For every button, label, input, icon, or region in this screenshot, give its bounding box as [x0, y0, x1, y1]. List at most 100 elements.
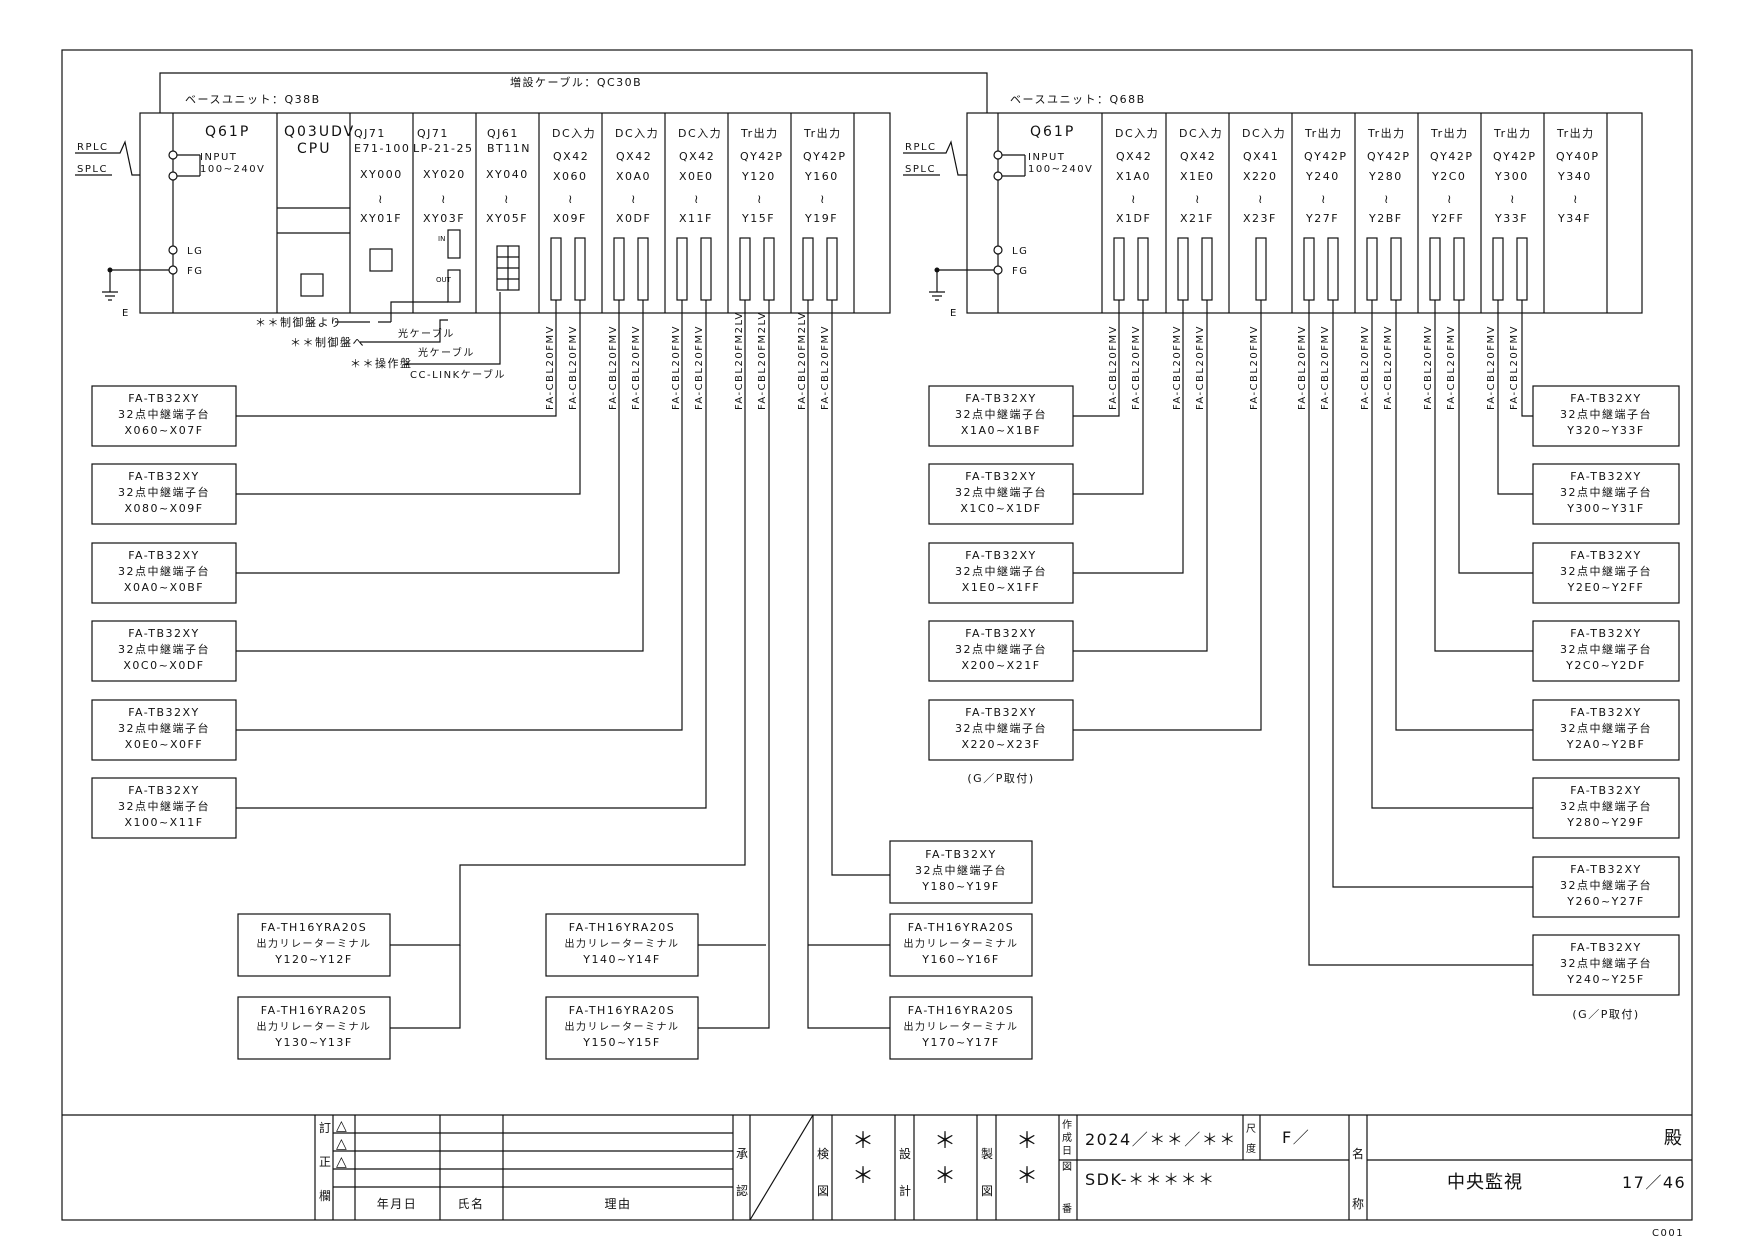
svg-text:＊: ＊ — [852, 1129, 874, 1154]
svg-text:32点中継端子台: 32点中継端子台 — [1560, 642, 1652, 656]
svg-text:32点中継端子台: 32点中継端子台 — [118, 485, 210, 499]
right-right-terminal-boxes: FA-TB32XY 32点中継端子台 Y320~Y33F FA-TB32XY 3… — [1532, 385, 1680, 1021]
svg-text:≀: ≀ — [631, 192, 637, 206]
svg-text:FA-CBL20FMV: FA-CBL20FMV — [1509, 325, 1520, 410]
svg-text:＊: ＊ — [934, 1164, 956, 1189]
svg-text:RPLC: RPLC — [905, 142, 937, 153]
svg-text:X060~X07F: X060~X07F — [124, 424, 203, 437]
svg-text:FA-TH16YRA20S: FA-TH16YRA20S — [569, 921, 675, 934]
svg-text:Y280: Y280 — [1368, 170, 1403, 183]
svg-text:製: 製 — [981, 1147, 995, 1161]
svg-text:△: △ — [336, 1154, 349, 1170]
svg-text:＊: ＊ — [1016, 1164, 1038, 1189]
svg-text:QY42P: QY42P — [1493, 150, 1537, 163]
svg-text:FA-CBL20FMV: FA-CBL20FMV — [608, 325, 619, 410]
svg-text:≀: ≀ — [1131, 192, 1137, 206]
svg-text:32点中継端子台: 32点中継端子台 — [955, 721, 1047, 735]
left-cable-labels: FA-CBL20FMV FA-CBL20FMV FA-CBL20FMV FA-C… — [545, 311, 831, 410]
svg-text:Y160: Y160 — [804, 170, 839, 183]
col-name: 氏名 — [457, 1196, 484, 1211]
svg-text:FA-CBL20FMV: FA-CBL20FMV — [1172, 325, 1183, 410]
svg-text:△: △ — [336, 1118, 349, 1134]
svg-text:FA-TB32XY: FA-TB32XY — [128, 392, 200, 405]
svg-text:X220: X220 — [1243, 170, 1278, 183]
svg-text:DC入力: DC入力 — [1179, 127, 1223, 140]
note-to-panel: ＊＊制御盤へ — [290, 335, 365, 349]
svg-text:FA-CBL20FMV: FA-CBL20FMV — [568, 325, 579, 410]
svg-text:Y300~Y31F: Y300~Y31F — [1566, 502, 1644, 515]
svg-text:32点中継端子台: 32点中継端子台 — [118, 642, 210, 656]
svg-text:＊: ＊ — [1016, 1129, 1038, 1154]
svg-text:X1E0~X1FF: X1E0~X1FF — [962, 581, 1040, 594]
svg-text:FA-TB32XY: FA-TB32XY — [1570, 784, 1642, 797]
title-block: 訂 正 欄 △ △ △ 年月日 氏名 理由 承 認 検 図 設 計 製 図 ＊ … — [62, 1114, 1692, 1239]
svg-text:出力リレーターミナル: 出力リレーターミナル — [565, 1020, 680, 1033]
note-from-panel: ＊＊制御盤より — [255, 315, 342, 329]
svg-text:≀: ≀ — [694, 192, 700, 206]
right-cable-labels: FA-CBL20FMV FA-CBL20FMV FA-CBL20FMV FA-C… — [1108, 325, 1520, 410]
svg-text:FA-TH16YRA20S: FA-TH16YRA20S — [261, 921, 367, 934]
svg-text:Tr出力: Tr出力 — [1556, 126, 1595, 140]
left-psu-name: Q61P — [205, 124, 250, 140]
svg-text:設: 設 — [899, 1146, 913, 1161]
svg-text:Y180~Y19F: Y180~Y19F — [921, 880, 999, 893]
svg-text:32点中継端子台: 32点中継端子台 — [1560, 878, 1652, 892]
svg-text:32点中継端子台: 32点中継端子台 — [915, 863, 1007, 877]
svg-text:FA-TB32XY: FA-TB32XY — [965, 549, 1037, 562]
svg-text:Y320~Y33F: Y320~Y33F — [1566, 424, 1644, 437]
svg-text:QY42P: QY42P — [1430, 150, 1474, 163]
svg-text:FA-TB32XY: FA-TB32XY — [128, 706, 200, 719]
svg-text:32点中継端子台: 32点中継端子台 — [118, 407, 210, 421]
svg-text:32点中継端子台: 32点中継端子台 — [118, 721, 210, 735]
svg-text:X1E0: X1E0 — [1180, 170, 1214, 183]
svg-text:＊: ＊ — [852, 1164, 874, 1189]
svg-text:XY020: XY020 — [423, 168, 466, 181]
svg-text:出力リレーターミナル: 出力リレーターミナル — [904, 1020, 1019, 1033]
svg-text:訂: 訂 — [319, 1120, 333, 1135]
svg-text:Y2C0: Y2C0 — [1431, 170, 1466, 183]
svg-text:検: 検 — [817, 1147, 831, 1161]
svg-text:FA-TH16YRA20S: FA-TH16YRA20S — [908, 921, 1014, 934]
svg-text:FA-TB32XY: FA-TB32XY — [1570, 392, 1642, 405]
svg-text:FA-CBL20FMV: FA-CBL20FMV — [1131, 325, 1142, 410]
extension-cable-line — [159, 72, 988, 113]
svg-text:X23F: X23F — [1243, 212, 1277, 225]
svg-text:Y2FF: Y2FF — [1431, 212, 1464, 225]
svg-text:Y34F: Y34F — [1557, 212, 1591, 225]
svg-text:QX42: QX42 — [616, 150, 652, 163]
svg-text:LG: LG — [1012, 246, 1028, 257]
svg-text:FA-CBL20FMV: FA-CBL20FMV — [1423, 325, 1434, 410]
svg-text:X0E0: X0E0 — [679, 170, 713, 183]
right-psu-name: Q61P — [1030, 124, 1075, 140]
svg-text:XY01F: XY01F — [360, 212, 402, 225]
extension-cable-label: 増設ケーブル：QC30B — [510, 75, 642, 89]
svg-text:32点中継端子台: 32点中継端子台 — [955, 564, 1047, 578]
svg-text:認: 認 — [736, 1183, 750, 1198]
svg-text:Y33F: Y33F — [1494, 212, 1528, 225]
col-date: 年月日 — [377, 1197, 418, 1211]
cclink-label: CC-LINKケーブル — [410, 368, 506, 381]
svg-text:32点中継端子台: 32点中継端子台 — [1560, 799, 1652, 813]
svg-text:Y160~Y16F: Y160~Y16F — [921, 953, 999, 966]
svg-text:X0C0~X0DF: X0C0~X0DF — [123, 659, 204, 672]
svg-text:FA-CBL20FMV: FA-CBL20FMV — [545, 325, 556, 410]
svg-text:FA-TB32XY: FA-TB32XY — [965, 706, 1037, 719]
svg-text:Y240: Y240 — [1305, 170, 1340, 183]
svg-text:X21F: X21F — [1180, 212, 1214, 225]
svg-text:≀: ≀ — [441, 192, 447, 206]
svg-text:E: E — [950, 308, 958, 319]
svg-text:FA-TB32XY: FA-TB32XY — [1570, 863, 1642, 876]
scale-value: F／ — [1282, 1128, 1310, 1147]
svg-text:FA-CBL20FMV: FA-CBL20FMV — [671, 325, 682, 410]
left-base-label: ベースユニット：Q38B — [185, 93, 321, 106]
right-base-unit: ベースユニット：Q68B Q61P INPUT 100~240V RPLC SP… — [903, 93, 1643, 319]
svg-text:FA-TB32XY: FA-TB32XY — [1570, 941, 1642, 954]
svg-text:32点中継端子台: 32点中継端子台 — [1560, 407, 1652, 421]
left-cpu-name: Q03UDV — [284, 124, 355, 140]
left-splc: SPLC — [77, 164, 108, 175]
svg-text:≀: ≀ — [1258, 192, 1264, 206]
svg-text:BT11N: BT11N — [487, 142, 531, 155]
svg-text:FA-TB32XY: FA-TB32XY — [925, 848, 997, 861]
svg-text:FA-TB32XY: FA-TB32XY — [965, 392, 1037, 405]
